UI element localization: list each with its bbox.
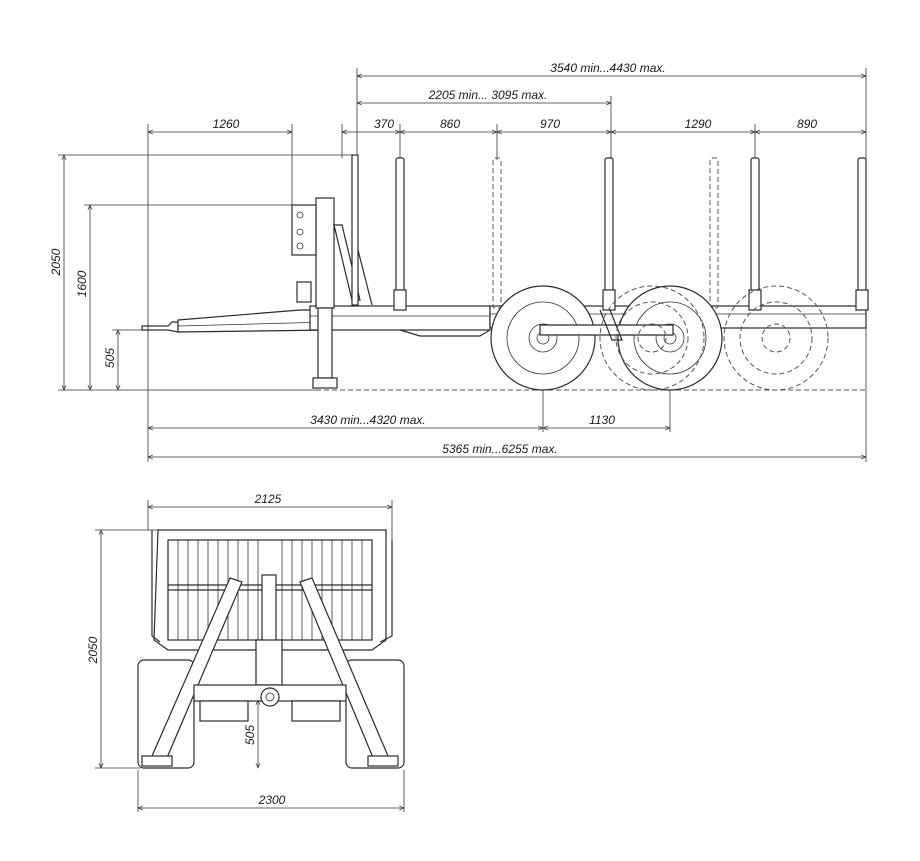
rear-right-tire [345, 659, 405, 769]
side-view: 3540 min...4430 max. 2205 min... 3095 ma… [49, 61, 869, 462]
dim-axle-spacing: 1130 [589, 413, 615, 427]
dim-overall-crane-range: 3540 min...4430 max. [550, 61, 665, 75]
dim-rear-frame-height: 505 [243, 725, 257, 745]
dim-mid-range: 2205 min... 3095 max. [428, 88, 548, 102]
dim-height-505: 505 [103, 348, 117, 368]
dim-370: 370 [374, 117, 394, 131]
dim-rear-width-bottom: 2300 [258, 793, 286, 807]
bottom-dimensions: 3430 min...4320 max. 1130 5365 min...625… [148, 413, 866, 457]
top-dimensions: 3540 min...4430 max. 2205 min... 3095 ma… [148, 61, 866, 132]
rear-view: 2125 2050 505 2300 [86, 492, 404, 812]
dim-overall-length: 5365 min...6255 max. [442, 442, 557, 456]
wheels-alt [599, 285, 829, 391]
stakes-alt [492, 157, 719, 309]
dim-890: 890 [797, 117, 817, 131]
dim-1260: 1260 [213, 117, 240, 131]
rear-left-tire [137, 659, 195, 769]
crane-column [291, 197, 361, 389]
extension-lines [58, 68, 867, 462]
stakes [393, 157, 869, 311]
rear-axle-frame [193, 684, 347, 722]
rear-crane-column [255, 574, 283, 696]
dim-height-2050: 2050 [49, 248, 63, 276]
wheels [490, 285, 723, 391]
vertical-dimensions: 2050 1600 505 [49, 155, 118, 390]
dim-height-1600: 1600 [75, 270, 89, 297]
dim-range-to-axle: 3430 min...4320 max. [310, 413, 425, 427]
drawbar [141, 309, 331, 333]
dim-1290: 1290 [685, 117, 712, 131]
dim-860: 860 [440, 117, 460, 131]
dim-rear-width-top: 2125 [254, 492, 282, 506]
dim-970: 970 [540, 117, 560, 131]
dim-rear-height: 2050 [86, 636, 100, 664]
rear-outriggers [141, 577, 399, 767]
headboard [351, 154, 373, 306]
